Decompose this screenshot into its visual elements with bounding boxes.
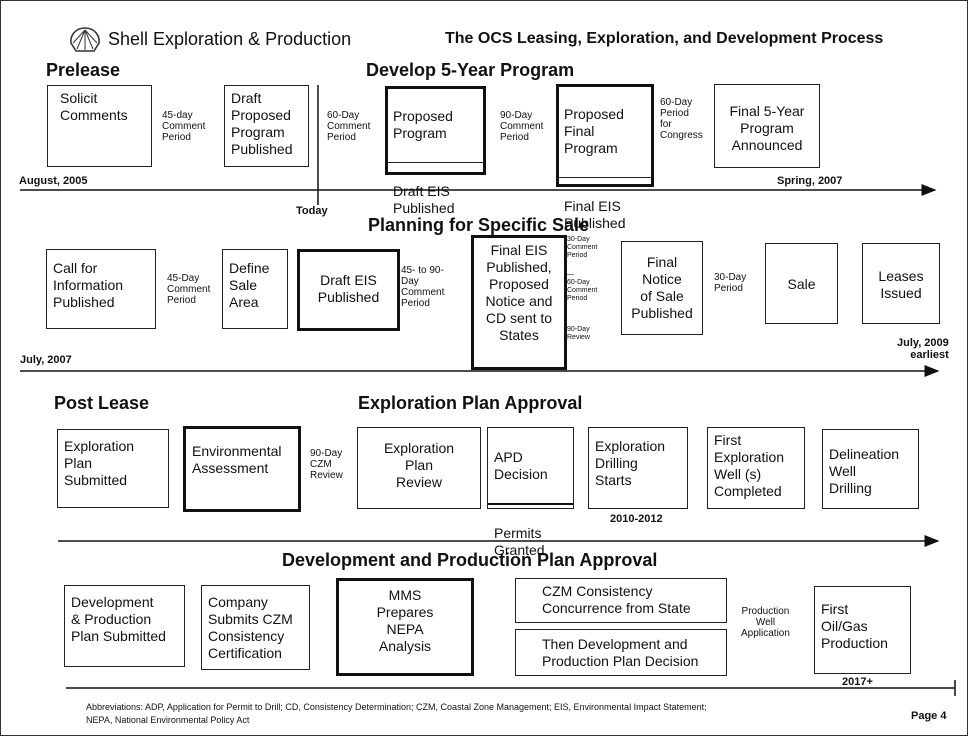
period-60-day: 60-Day Comment Period [327, 110, 371, 143]
permits-granted-label: Permits Granted [494, 525, 545, 558]
proposed-program-label: Proposed Program [393, 108, 453, 141]
box-divider [387, 162, 484, 163]
abbreviations-line-1: Abbreviations: ADP, Application for Perm… [86, 702, 707, 712]
delineation-well-drilling-box: Delineation Well Drilling [822, 429, 919, 509]
draft-proposed-program-box: Draft Proposed Program Published [224, 85, 309, 167]
company-name: Shell Exploration & Production [108, 29, 352, 49]
page-number: Page 4 [911, 710, 947, 722]
period-30-day: 30-Day Period [714, 272, 747, 294]
draft-eis-published-box: Draft EIS Published [297, 249, 400, 331]
mms-nepa-analysis-box: MMS Prepares NEPA Analysis [336, 578, 474, 676]
abbreviations-line-2: NEPA, National Environmental Policy Act [86, 715, 250, 725]
call-for-information-box: Call for Information Published [46, 249, 156, 329]
final-5-year-program-box: Final 5-Year Program Announced [714, 84, 820, 168]
proposed-final-program-box: Proposed Final Program Final EIS Publish… [556, 84, 654, 231]
sale-box: Sale [765, 243, 838, 324]
page-title: The OCS Leasing, Exploration, and Develo… [445, 30, 884, 47]
draft-eis-label: Draft EIS Published [393, 183, 455, 216]
dev-plan-submitted-box: Development & Production Plan Submitted [64, 585, 185, 667]
date-july-2009: July, 2009 earliest [897, 337, 949, 361]
exploration-drilling-starts-box: Exploration Drilling Starts [588, 427, 688, 509]
dev-plan-decision-box: Then Development and Production Plan Dec… [515, 629, 727, 676]
period-60-day-comment: — 60-Day Comment Period [567, 271, 598, 302]
period-60-day-congress: 60-Day Period for Congress [660, 97, 703, 141]
date-spring-2007: Spring, 2007 [777, 175, 843, 187]
final-eis-proposed-notice-box: Final EIS Published, Proposed Notice and… [471, 235, 567, 370]
date-august-2005: August, 2005 [19, 175, 88, 187]
section-exploration: Exploration Plan Approval [358, 393, 583, 413]
exploration-plan-review-box: Exploration Plan Review [357, 427, 481, 509]
section-develop: Develop 5-Year Program [366, 60, 575, 80]
define-sale-area-box: Define Sale Area [222, 249, 288, 329]
date-2017-plus: 2017+ [842, 676, 873, 688]
leases-issued-box: Leases Issued [862, 243, 940, 324]
exploration-plan-submitted-box: Exploration Plan Submitted [57, 429, 169, 508]
proposed-final-program-label: Proposed Final Program [564, 106, 624, 156]
section-development: Development and Production Plan Approval [282, 550, 658, 570]
czm-concurrence-box: CZM Consistency Concurrence from State [515, 578, 727, 623]
period-90-day: 90-Day Comment Period [500, 110, 544, 143]
period-90-day-czm: 90-Day CZM Review [310, 448, 343, 481]
final-eis-label: Final EIS Published [564, 198, 626, 231]
final-notice-of-sale-box: Final Notice of Sale Published [621, 241, 703, 335]
environmental-assessment-box: Environmental Assessment [183, 426, 301, 512]
today-marker: Today [296, 205, 328, 217]
solicit-comments-box: Solicit Comments [47, 85, 152, 167]
proposed-program-box: Proposed Program Draft EIS Published [385, 86, 486, 216]
date-july-2007: July, 2007 [20, 354, 72, 366]
period-45-to-90-day: 45- to 90- Day Comment Period [401, 265, 445, 309]
section-post-lease: Post Lease [54, 393, 150, 413]
first-exploration-well-box: First Exploration Well (s) Completed [707, 427, 805, 509]
period-90-day-review: 90-Day Review [567, 326, 590, 341]
first-oil-gas-production-box: First Oil/Gas Production [814, 586, 911, 674]
period-45-day: 45-day Comment Period [162, 110, 206, 143]
czm-certification-box: Company Submits CZM Consistency Certific… [201, 585, 310, 670]
box-divider [488, 503, 573, 505]
section-prelease: Prelease [46, 60, 121, 80]
period-30-day-comment: 30-Day Comment Period [567, 236, 598, 259]
date-2010-2012: 2010-2012 [610, 513, 663, 525]
apd-permits-box: APD Decision Permits Granted [487, 427, 574, 558]
production-well-application: Production Well Application [741, 606, 790, 639]
apd-decision-label: APD Decision [494, 449, 548, 482]
shell-logo-icon [68, 26, 102, 59]
period-45-day-2: 45-Day Comment Period [167, 273, 211, 306]
box-divider [558, 177, 652, 178]
section-planning: Planning for Specific Sale [368, 215, 590, 235]
